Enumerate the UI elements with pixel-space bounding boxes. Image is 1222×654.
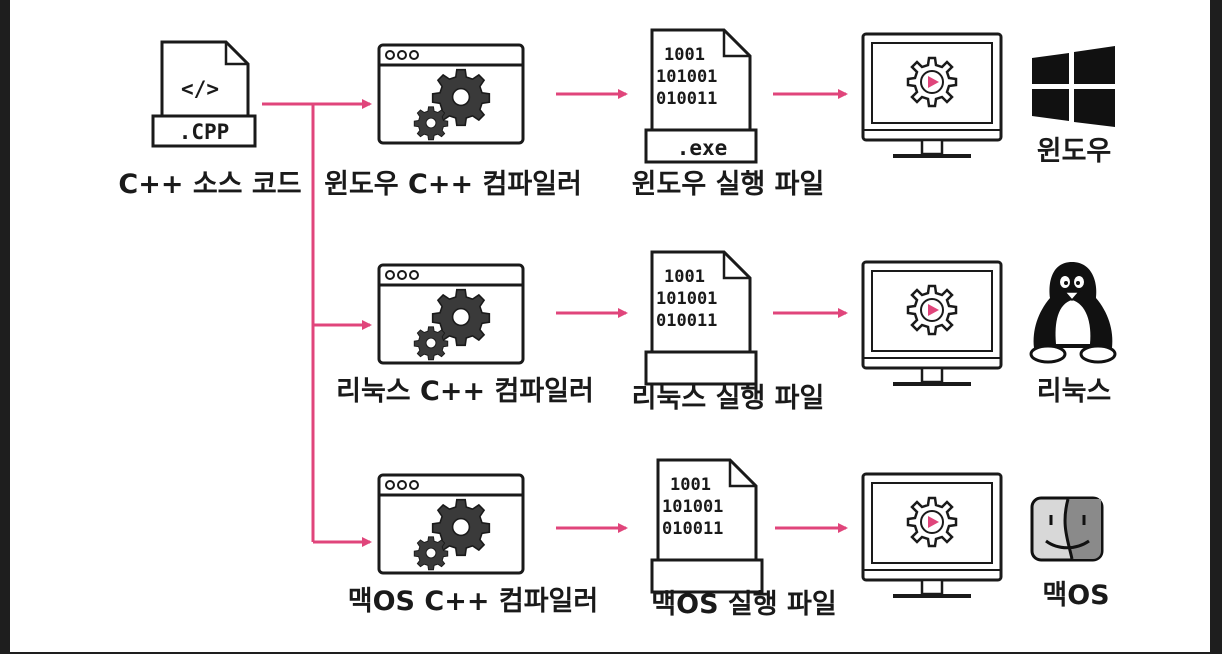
windows-logo-icon	[1032, 46, 1115, 127]
compiler-label: 맥OS C++ 컴파일러	[348, 586, 598, 617]
monitor-icon	[861, 32, 1003, 158]
source-file: </> .CPP C++ 소스 코드	[118, 40, 302, 200]
os-label: 윈도우	[1037, 136, 1112, 167]
compiler-label: 리눅스 C++ 컴파일러	[336, 376, 594, 407]
binary-line: 101001	[662, 497, 723, 517]
compiler-window-icon	[377, 43, 525, 145]
binary-line: 101001	[656, 289, 717, 309]
diagram-canvas: </> .CPP C++ 소스 코드 윈도우 C++ 컴파일러 1001 101…	[10, 0, 1210, 652]
source-ext: .CPP	[179, 120, 230, 144]
binary-line: 010011	[656, 311, 717, 331]
os-label: 맥OS	[1042, 580, 1109, 611]
row-linux: 리눅스 C++ 컴파일러 1001 101001 010011 리눅스 실행 파…	[336, 250, 1117, 414]
compilation-diagram: </> .CPP C++ 소스 코드 윈도우 C++ 컴파일러 1001 101…	[118, 28, 1117, 620]
binary-line: 010011	[662, 519, 723, 539]
executable-file-icon: 1001 101001 010011	[650, 458, 764, 594]
row-macos: 맥OS C++ 컴파일러 1001 101001 010011 맥OS 실행 파…	[348, 458, 1110, 620]
branch-connector	[262, 99, 372, 547]
executable-label: 리눅스 실행 파일	[632, 383, 825, 414]
linux-penguin-icon	[1029, 262, 1117, 364]
binary-line: 101001	[656, 67, 717, 87]
monitor-icon	[861, 260, 1003, 386]
executable-file-icon: 1001 101001 010011	[644, 250, 758, 386]
exe-ext: .exe	[677, 136, 728, 160]
source-label: C++ 소스 코드	[118, 169, 301, 200]
binary-line: 010011	[656, 89, 717, 109]
executable-label: 맥OS 실행 파일	[651, 589, 836, 620]
code-glyph: </>	[181, 77, 219, 101]
binary-line: 1001	[670, 475, 711, 495]
monitor-icon	[861, 472, 1003, 598]
os-label: 리눅스	[1037, 376, 1112, 407]
row-windows: 윈도우 C++ 컴파일러 1001 101001 010011 .exe 윈도우…	[324, 28, 1115, 200]
compiler-window-icon	[377, 473, 525, 575]
binary-line: 1001	[664, 45, 705, 65]
macos-finder-icon	[1030, 496, 1104, 562]
binary-line: 1001	[664, 267, 705, 287]
executable-file-icon: 1001 101001 010011 .exe	[644, 28, 758, 164]
executable-label: 윈도우 실행 파일	[632, 169, 825, 200]
compiler-label: 윈도우 C++ 컴파일러	[324, 169, 582, 200]
compiler-window-icon	[377, 263, 525, 365]
source-file-icon	[151, 40, 257, 148]
